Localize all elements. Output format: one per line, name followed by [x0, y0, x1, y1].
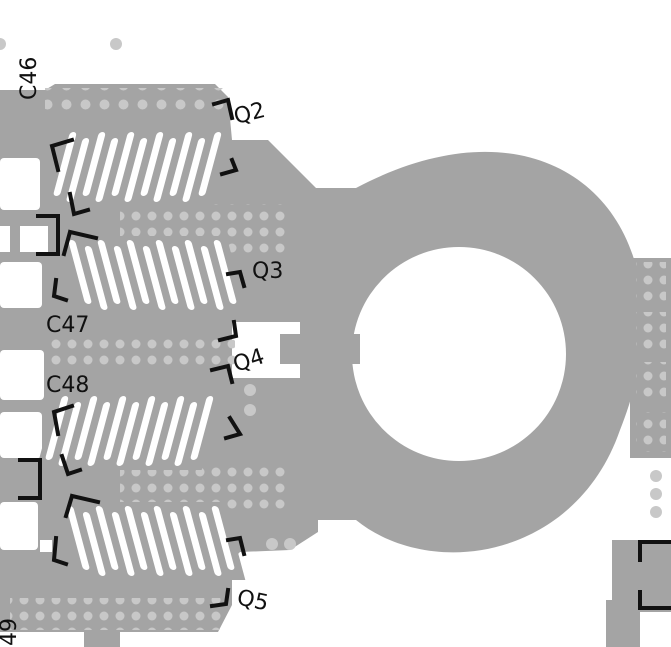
finger-gap — [132, 396, 156, 460]
finger-gap — [95, 138, 119, 202]
c48-pad-bracket — [18, 458, 42, 500]
finger-gap — [140, 132, 164, 196]
finger-gap — [74, 396, 98, 460]
q5-fingers — [58, 502, 246, 580]
label-c48: C48 — [46, 373, 89, 398]
finger-gap — [198, 512, 222, 576]
q4-fingers — [36, 392, 223, 470]
label-q3: Q3 — [252, 259, 283, 284]
transistor-fingers — [36, 128, 248, 580]
q3-outline — [51, 229, 247, 343]
finger-gap — [95, 506, 119, 570]
finger-gap — [140, 512, 164, 576]
finger-gap — [169, 132, 193, 196]
finger-gap — [124, 506, 148, 570]
c46-pad-bracket — [36, 214, 60, 256]
finger-gap — [142, 246, 166, 310]
label-c46: C46 — [17, 57, 42, 100]
label-c49: 49 — [0, 618, 22, 646]
finger-gap — [97, 240, 121, 304]
finger-gap — [58, 402, 82, 466]
finger-gap — [182, 506, 206, 570]
finger-gap — [87, 402, 111, 466]
q3-fingers — [60, 236, 248, 314]
finger-gap — [200, 246, 224, 310]
finger-gap — [145, 402, 169, 466]
silkscreen-layer — [18, 97, 671, 610]
via-fields — [0, 38, 666, 630]
finger-gap — [53, 132, 77, 196]
finger-gap — [198, 132, 222, 196]
finger-gap — [103, 396, 127, 460]
finger-gap — [190, 396, 214, 460]
finger-gap — [174, 402, 198, 466]
part-outline-bottom-right-2 — [638, 590, 671, 610]
finger-gap — [111, 132, 135, 196]
finger-gap — [124, 138, 148, 202]
label-c47: C47 — [46, 313, 89, 338]
finger-gap — [171, 246, 195, 310]
q2-outline — [49, 97, 239, 217]
finger-gap — [182, 138, 206, 202]
finger-gap — [68, 240, 92, 304]
finger-gap — [211, 506, 235, 570]
q4-outline — [51, 363, 244, 477]
finger-gap — [116, 402, 140, 466]
copper-neck-trace — [280, 334, 360, 364]
part-outline-bottom-right — [638, 540, 671, 562]
finger-gap — [111, 512, 135, 576]
finger-gap — [161, 396, 185, 460]
finger-gap — [82, 132, 106, 196]
finger-gap — [213, 240, 237, 304]
pad-cutouts — [0, 158, 52, 552]
finger-gap — [153, 138, 177, 202]
finger-gap — [66, 506, 90, 570]
finger-gap — [169, 512, 193, 576]
q5-outline — [51, 493, 247, 609]
finger-gap — [84, 246, 108, 310]
finger-gap — [153, 506, 177, 570]
finger-gap — [155, 240, 179, 304]
finger-gap — [113, 246, 137, 310]
finger-gap — [126, 240, 150, 304]
q2-fingers — [44, 128, 231, 206]
finger-gap — [184, 240, 208, 304]
copper-ring — [300, 151, 643, 553]
finger-gap — [66, 138, 90, 202]
finger-gap — [82, 512, 106, 576]
